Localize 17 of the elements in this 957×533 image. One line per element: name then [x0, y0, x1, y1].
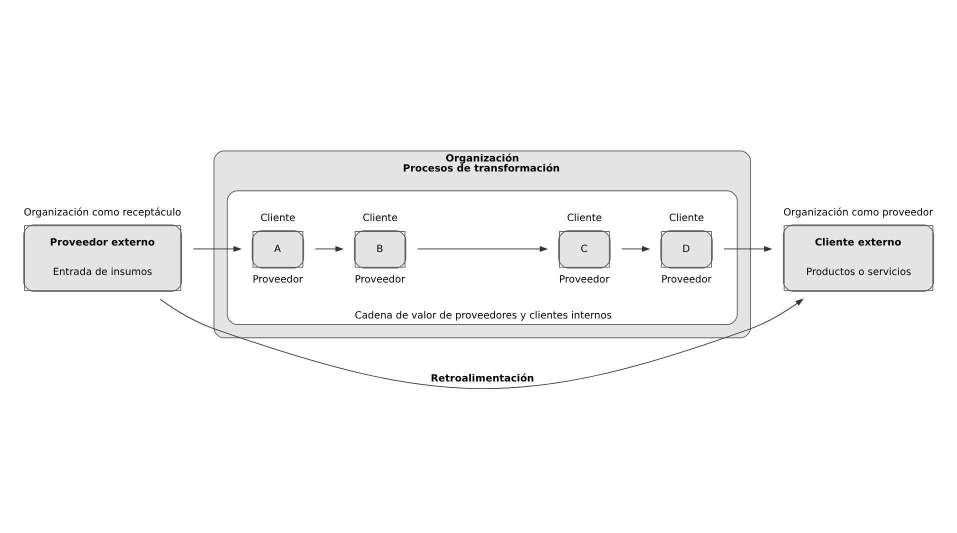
node-label: Organización como receptáculo: [24, 207, 182, 218]
node-label: Cliente: [260, 213, 296, 224]
node-label: Cliente: [669, 213, 704, 224]
node-label: Organización como proveedor: [783, 207, 934, 218]
node-label: Proveedor: [661, 274, 712, 286]
node-label: Proveedor: [559, 274, 610, 286]
node-label: Cliente: [566, 213, 602, 224]
arrow: [724, 246, 772, 252]
arrow: [417, 246, 548, 252]
node-label: Proveedor: [252, 274, 304, 286]
arrow: [192, 246, 242, 252]
edge-label: Retroalimentación: [430, 374, 534, 385]
arrow: [314, 246, 344, 252]
node-label: Proveedor: [354, 274, 406, 286]
arrow: [621, 246, 650, 252]
node-label: Cliente: [362, 213, 398, 224]
arrow: [160, 298, 804, 390]
